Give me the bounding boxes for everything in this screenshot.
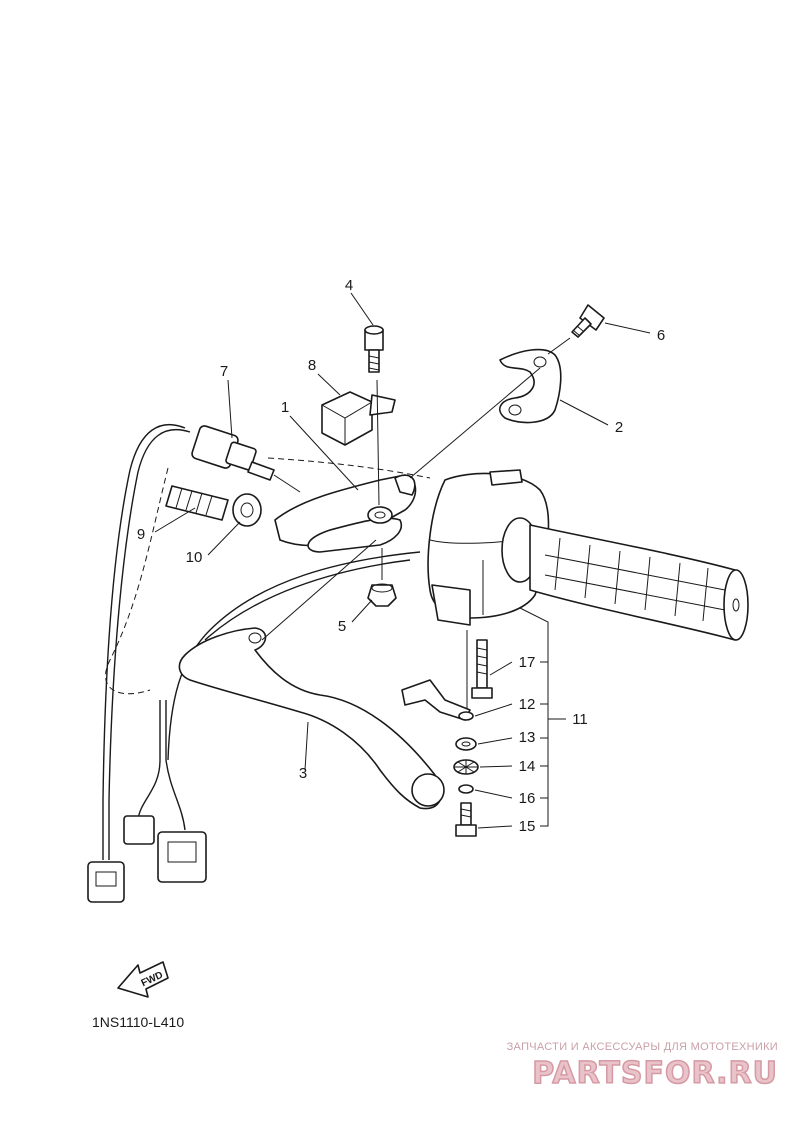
part-2-clamp: [499, 348, 562, 424]
diagram-part-code: 1NS1110-L410: [92, 1014, 184, 1030]
clamp-axis-line: [409, 367, 541, 479]
handlebar-grip: [529, 524, 749, 641]
callout-14: 14: [519, 758, 536, 775]
leader-5: [351, 599, 373, 623]
cable-sweep-inner: [204, 559, 411, 641]
part-13-washer-hole: [461, 741, 471, 747]
connector-small: [123, 815, 155, 845]
bolt-axis-line: [376, 379, 380, 506]
callout-1: 1: [281, 399, 289, 416]
connector-large-pins: [167, 841, 197, 863]
wire-guide-line: [105, 467, 169, 695]
switch-wire-left: [102, 423, 186, 801]
part-1-lever-bracket: [274, 474, 417, 553]
leader-16: [474, 789, 513, 799]
watermark-tagline: ЗАПЧАСТИ И АКСЕССУАРЫ ДЛЯ МОТОТЕХНИКИ: [507, 1041, 778, 1053]
watermark-brand: PARTSFOR.RU: [532, 1056, 778, 1091]
wire-end-left: [102, 800, 110, 860]
callout-2: 2: [615, 419, 623, 436]
part-7-switch: [191, 425, 301, 493]
leader-8: [317, 373, 341, 396]
part-5-nut: [367, 583, 397, 607]
callout-4: 4: [345, 277, 353, 294]
leader-10: [207, 521, 241, 556]
part-8-cover: [321, 391, 396, 446]
callout-16: 16: [519, 790, 536, 807]
part-6-screw: [571, 304, 605, 338]
leader-7: [227, 379, 233, 439]
part-3-lever: [178, 627, 445, 810]
leader-9: [154, 507, 196, 533]
part-9-adjuster: [165, 485, 229, 521]
callout-8: 8: [308, 357, 316, 374]
screw-axis-line: [547, 337, 571, 355]
callout-13: 13: [519, 729, 536, 746]
group-11-bracket: [519, 607, 566, 827]
leader-15: [477, 825, 513, 829]
callout-3: 3: [299, 765, 307, 782]
callout-6: 6: [657, 327, 665, 344]
fwd-arrow-icon: FWD: [117, 961, 169, 998]
connector-large: [157, 831, 207, 883]
part-14-lockwasher: [453, 759, 479, 775]
callout-12: 12: [519, 696, 536, 713]
part-13-washer: [455, 737, 477, 751]
leader-2: [559, 399, 609, 426]
part-16-spring-washer: [458, 784, 474, 794]
part-15-screw: [455, 802, 477, 837]
leader-17: [489, 661, 513, 676]
leader-3: [304, 721, 309, 771]
leader-12: [474, 703, 513, 717]
leader-4: [350, 292, 374, 326]
callout-5: 5: [338, 618, 346, 635]
callout-10: 10: [186, 549, 203, 566]
callout-7: 7: [220, 363, 228, 380]
callout-17: 17: [519, 654, 536, 671]
part-17-screw: [471, 639, 493, 699]
part-4-pivot-bolt: [364, 325, 384, 373]
callout-11: 11: [572, 711, 588, 728]
leader-14: [479, 765, 513, 768]
part-12-bracket: [401, 679, 474, 721]
lever-axis-line: [261, 539, 377, 641]
callout-15: 15: [519, 818, 536, 835]
harness-split: [137, 700, 186, 831]
callout-9: 9: [137, 526, 145, 543]
leader-13: [477, 737, 513, 745]
leader-1: [289, 415, 359, 491]
part-10-locknut: [232, 493, 262, 527]
connector-left-pins: [95, 871, 117, 887]
cable-sweep: [167, 551, 421, 761]
switch-wire-right: [108, 428, 191, 801]
handlebar-guide-line: [267, 457, 431, 479]
connector-left: [87, 861, 125, 903]
leader-6: [604, 322, 651, 334]
